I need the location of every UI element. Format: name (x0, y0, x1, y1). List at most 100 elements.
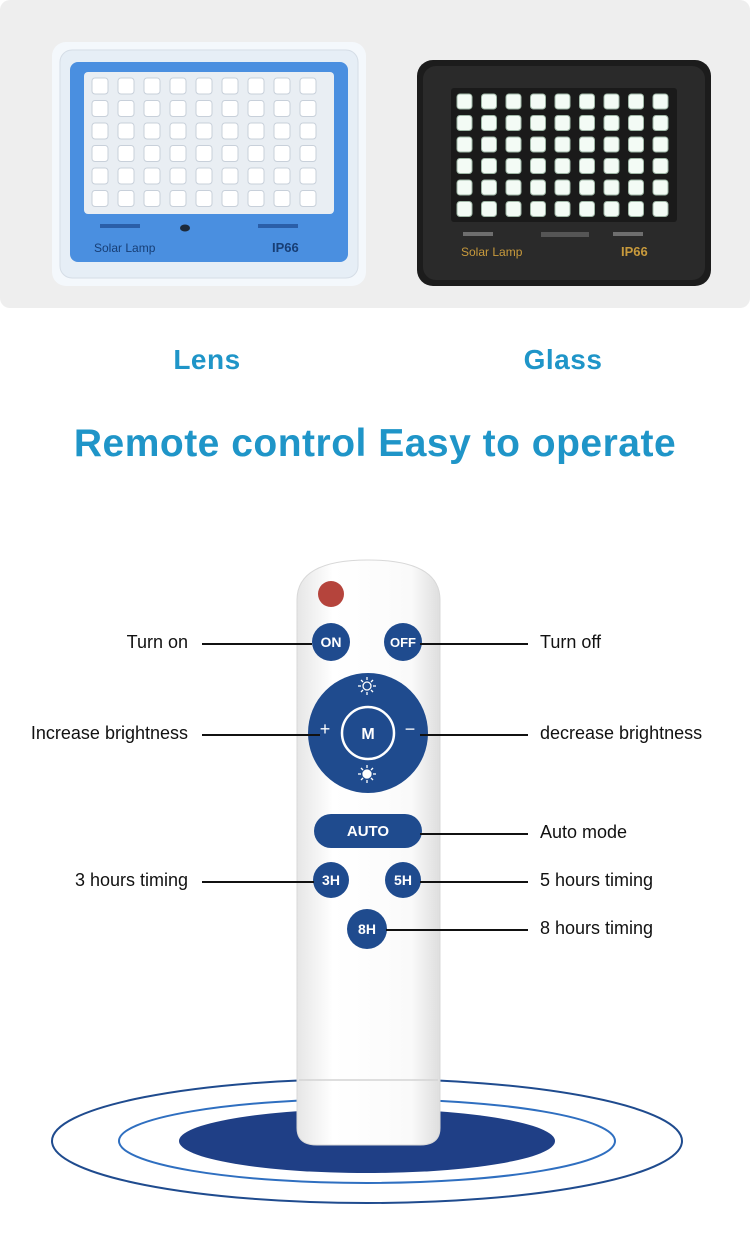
mode-button[interactable] (340, 705, 396, 761)
increase-brightness-button[interactable]: + (320, 719, 331, 739)
led-chip (530, 201, 546, 217)
led-chip (628, 93, 644, 110)
led-chip (603, 136, 620, 153)
on-button[interactable]: ON (312, 623, 350, 661)
led-chip (603, 201, 620, 217)
leader-auto-mode (420, 833, 528, 835)
led-chip (481, 136, 497, 153)
power-indicator-icon (318, 581, 344, 607)
led-chip (456, 115, 473, 131)
led-chip (299, 145, 317, 162)
timer-8h-button[interactable]: 8H (347, 909, 387, 949)
led-chip (652, 115, 669, 131)
off-button[interactable]: OFF (384, 623, 422, 661)
led-chip (273, 190, 291, 207)
dim-sun-icon (358, 765, 376, 783)
led-chip (456, 201, 473, 217)
led-chip (505, 158, 522, 174)
led-chip (456, 179, 473, 196)
led-chip (143, 122, 161, 140)
led-chip (299, 122, 317, 140)
mode-button-label: M (361, 726, 374, 743)
led-chip (91, 100, 109, 117)
callout-3-hours: 3 hours timing (74, 870, 188, 890)
led-chip (143, 77, 161, 95)
callout-turn-off: Turn off (540, 632, 602, 652)
led-chip (628, 115, 644, 131)
led-chip (456, 93, 473, 110)
led-chip (530, 179, 546, 196)
led-chip (481, 115, 497, 131)
on-button-label: ON (321, 634, 342, 650)
led-chip (143, 100, 161, 117)
off-button-label: OFF (390, 635, 416, 650)
led-chip (195, 167, 213, 185)
led-chip (247, 122, 265, 140)
led-chip (628, 201, 644, 217)
decrease-brightness-button[interactable]: − (405, 719, 416, 739)
leader-turn-on (202, 643, 312, 645)
led-chip (221, 122, 239, 140)
led-chip (273, 145, 291, 162)
leader-turn-off (420, 643, 528, 645)
callout-5-hours: 5 hours timing (540, 870, 654, 890)
led-chip (554, 115, 571, 131)
page-headline: Remote control Easy to operate (73, 422, 677, 465)
auto-button[interactable]: AUTO (314, 814, 422, 848)
led-chip (554, 93, 571, 110)
callout-8-hours: 8 hours timing (540, 918, 654, 938)
led-chip (117, 122, 135, 140)
lens-lamp-rating: IP66 (272, 240, 299, 255)
led-chip (169, 100, 187, 117)
led-chip (117, 100, 135, 117)
timer-3h-label: 3H (322, 872, 340, 888)
leader-decrease-brightness (420, 734, 528, 736)
glass-lamp-rating: IP66 (621, 244, 648, 259)
led-chip (247, 100, 265, 117)
led-chip (554, 201, 571, 217)
led-chip (221, 77, 239, 95)
led-chip (652, 93, 669, 110)
led-chip (505, 115, 522, 131)
led-chip (481, 201, 497, 217)
auto-button-label: AUTO (347, 823, 390, 840)
led-chip (481, 93, 497, 110)
led-chip (247, 190, 265, 207)
led-chip (247, 77, 265, 95)
timer-5h-label: 5H (394, 872, 412, 888)
led-chip (117, 145, 135, 162)
led-chip (505, 201, 522, 217)
timer-5h-button[interactable]: 5H (385, 862, 421, 898)
led-chip (117, 167, 135, 185)
glass-caption: Glass (523, 344, 603, 375)
led-chip (603, 93, 620, 110)
timer-8h-label: 8H (358, 921, 376, 937)
led-chip (169, 122, 187, 140)
led-chip (299, 167, 317, 185)
led-chip (221, 145, 239, 162)
led-chip (273, 167, 291, 185)
led-chip (603, 115, 620, 131)
brightness-sun-icon (358, 677, 376, 695)
timer-3h-button[interactable]: 3H (313, 862, 349, 898)
led-chip (505, 136, 522, 153)
glass-lamp-image: Solar Lamp IP66 (417, 60, 711, 286)
callout-decrease-brightness: decrease brightness (540, 723, 703, 743)
glass-lamp-brand: Solar Lamp (461, 245, 523, 259)
led-chip (299, 100, 317, 117)
led-chip (299, 77, 317, 95)
led-chip (117, 77, 135, 95)
led-chip (530, 136, 546, 153)
led-chip (652, 201, 669, 217)
led-chip (273, 77, 291, 95)
led-chip (481, 158, 497, 174)
led-chip (554, 158, 571, 174)
led-chip (221, 167, 239, 185)
led-chip (456, 158, 473, 174)
led-chip (628, 179, 644, 196)
callout-auto-mode: Auto mode (540, 822, 628, 842)
led-chip (221, 190, 239, 207)
led-chip (195, 190, 213, 207)
led-chip (221, 100, 239, 117)
led-chip (530, 115, 546, 131)
